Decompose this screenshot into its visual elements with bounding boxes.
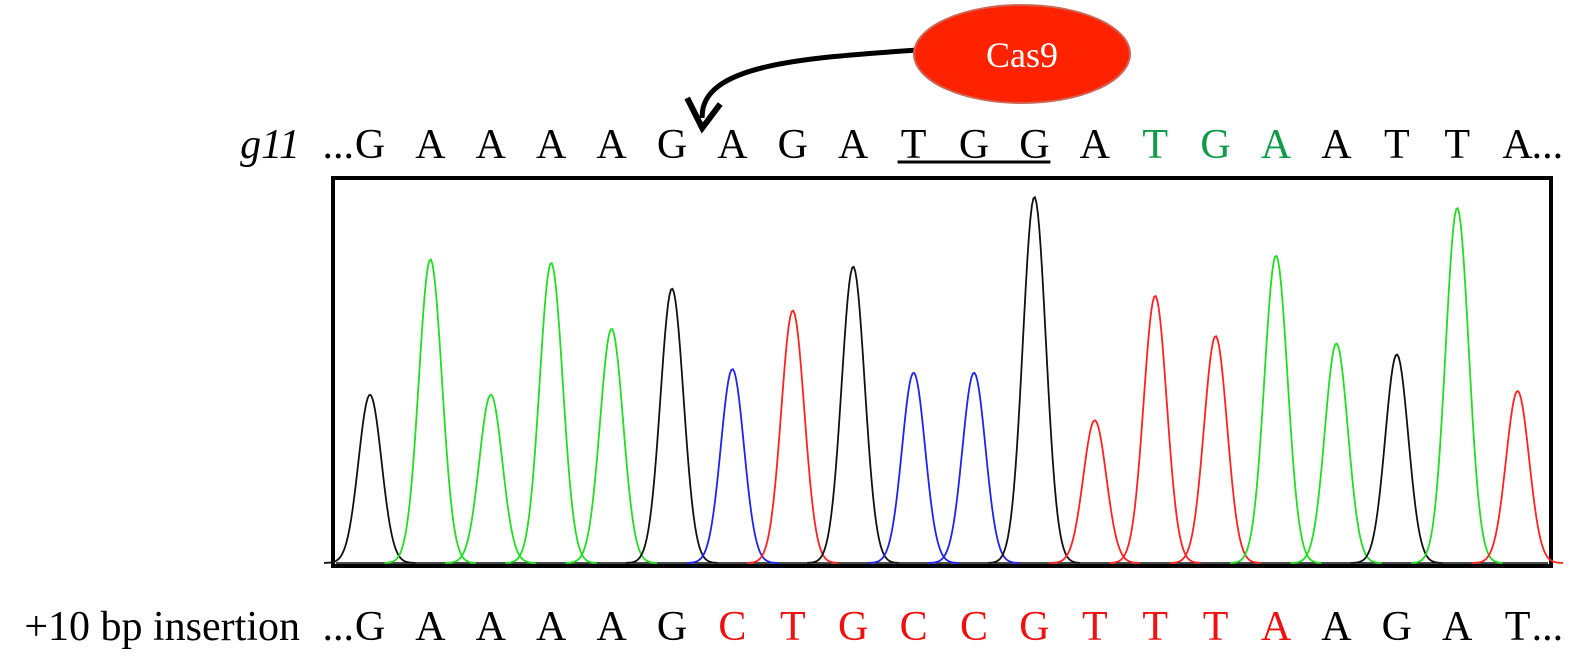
cas9-label: Cas9 xyxy=(986,35,1058,75)
mutant-label: +10 bp insertion xyxy=(24,604,300,650)
mutant-base: A xyxy=(1442,604,1473,650)
reference-base: G xyxy=(778,122,808,168)
mutant-base: A xyxy=(1321,604,1352,650)
reference-base: G xyxy=(959,122,989,168)
mutant-base: A xyxy=(1261,604,1292,650)
gene-label: g11 xyxy=(240,122,300,168)
mutant-suffix: ... xyxy=(1532,604,1564,650)
peak-trace xyxy=(988,195,1080,564)
reference-base: T xyxy=(1384,122,1410,168)
peak-trace xyxy=(444,393,537,564)
reference-base: G xyxy=(657,122,687,168)
peak-trace xyxy=(1229,254,1322,564)
reference-base: G xyxy=(1019,122,1049,168)
reference-base: A xyxy=(1502,122,1533,168)
chromatogram-frame xyxy=(331,176,1553,568)
reference-base: A xyxy=(476,122,507,168)
peak-trace xyxy=(1169,335,1262,564)
mutant-base: T xyxy=(1505,604,1531,650)
reference-base: T xyxy=(1142,122,1168,168)
mutant-base: G xyxy=(1382,604,1412,650)
mutant-base: C xyxy=(900,604,928,650)
peak-trace xyxy=(505,261,597,564)
reference-base: A xyxy=(536,122,567,168)
mutant-base: T xyxy=(780,604,806,650)
mutant-base: G xyxy=(1019,604,1049,650)
reference-base: A xyxy=(1261,122,1292,168)
reference-base: A xyxy=(717,122,748,168)
peak-trace xyxy=(1350,353,1443,564)
mutant-base: T xyxy=(1142,604,1168,650)
peak-trace xyxy=(384,258,476,564)
mutant-base: A xyxy=(476,604,507,650)
reference-base: A xyxy=(415,122,446,168)
chromatogram xyxy=(324,176,1564,568)
reference-suffix: ... xyxy=(1532,122,1564,168)
cut-arrow xyxy=(699,47,919,119)
reference-base: G xyxy=(1200,122,1230,168)
peak-trace xyxy=(324,393,416,564)
mutant-prefix: ... xyxy=(323,604,355,650)
mutant-base: C xyxy=(718,604,746,650)
cas9-oval xyxy=(913,4,1131,104)
reference-prefix: ... xyxy=(323,122,355,168)
mutant-base: T xyxy=(1082,604,1108,650)
mutant-base: G xyxy=(657,604,687,650)
reference-base: G xyxy=(355,122,385,168)
reference-base: A xyxy=(1080,122,1111,168)
mutant-base: A xyxy=(596,604,627,650)
arrowhead-icon xyxy=(684,96,723,134)
mutant-base: T xyxy=(1203,604,1229,650)
mutant-base: G xyxy=(838,604,868,650)
reference-base: T xyxy=(1444,122,1470,168)
peak-trace xyxy=(625,287,718,564)
cas9-annotation: Cas9 xyxy=(684,4,1131,134)
peak-trace xyxy=(1048,419,1141,564)
mutant-base: A xyxy=(536,604,567,650)
reference-base: T xyxy=(901,122,927,168)
peak-trace xyxy=(1471,390,1564,564)
reference-base: A xyxy=(838,122,869,168)
mutant-base: A xyxy=(415,604,446,650)
reference-base: A xyxy=(596,122,627,168)
peak-trace xyxy=(928,371,1020,564)
peak-trace xyxy=(1411,206,1503,564)
mutant-base: C xyxy=(960,604,988,650)
peak-trace xyxy=(807,265,899,564)
peak-trace xyxy=(686,368,778,564)
reference-base: A xyxy=(1321,122,1352,168)
mutant-base: G xyxy=(355,604,385,650)
